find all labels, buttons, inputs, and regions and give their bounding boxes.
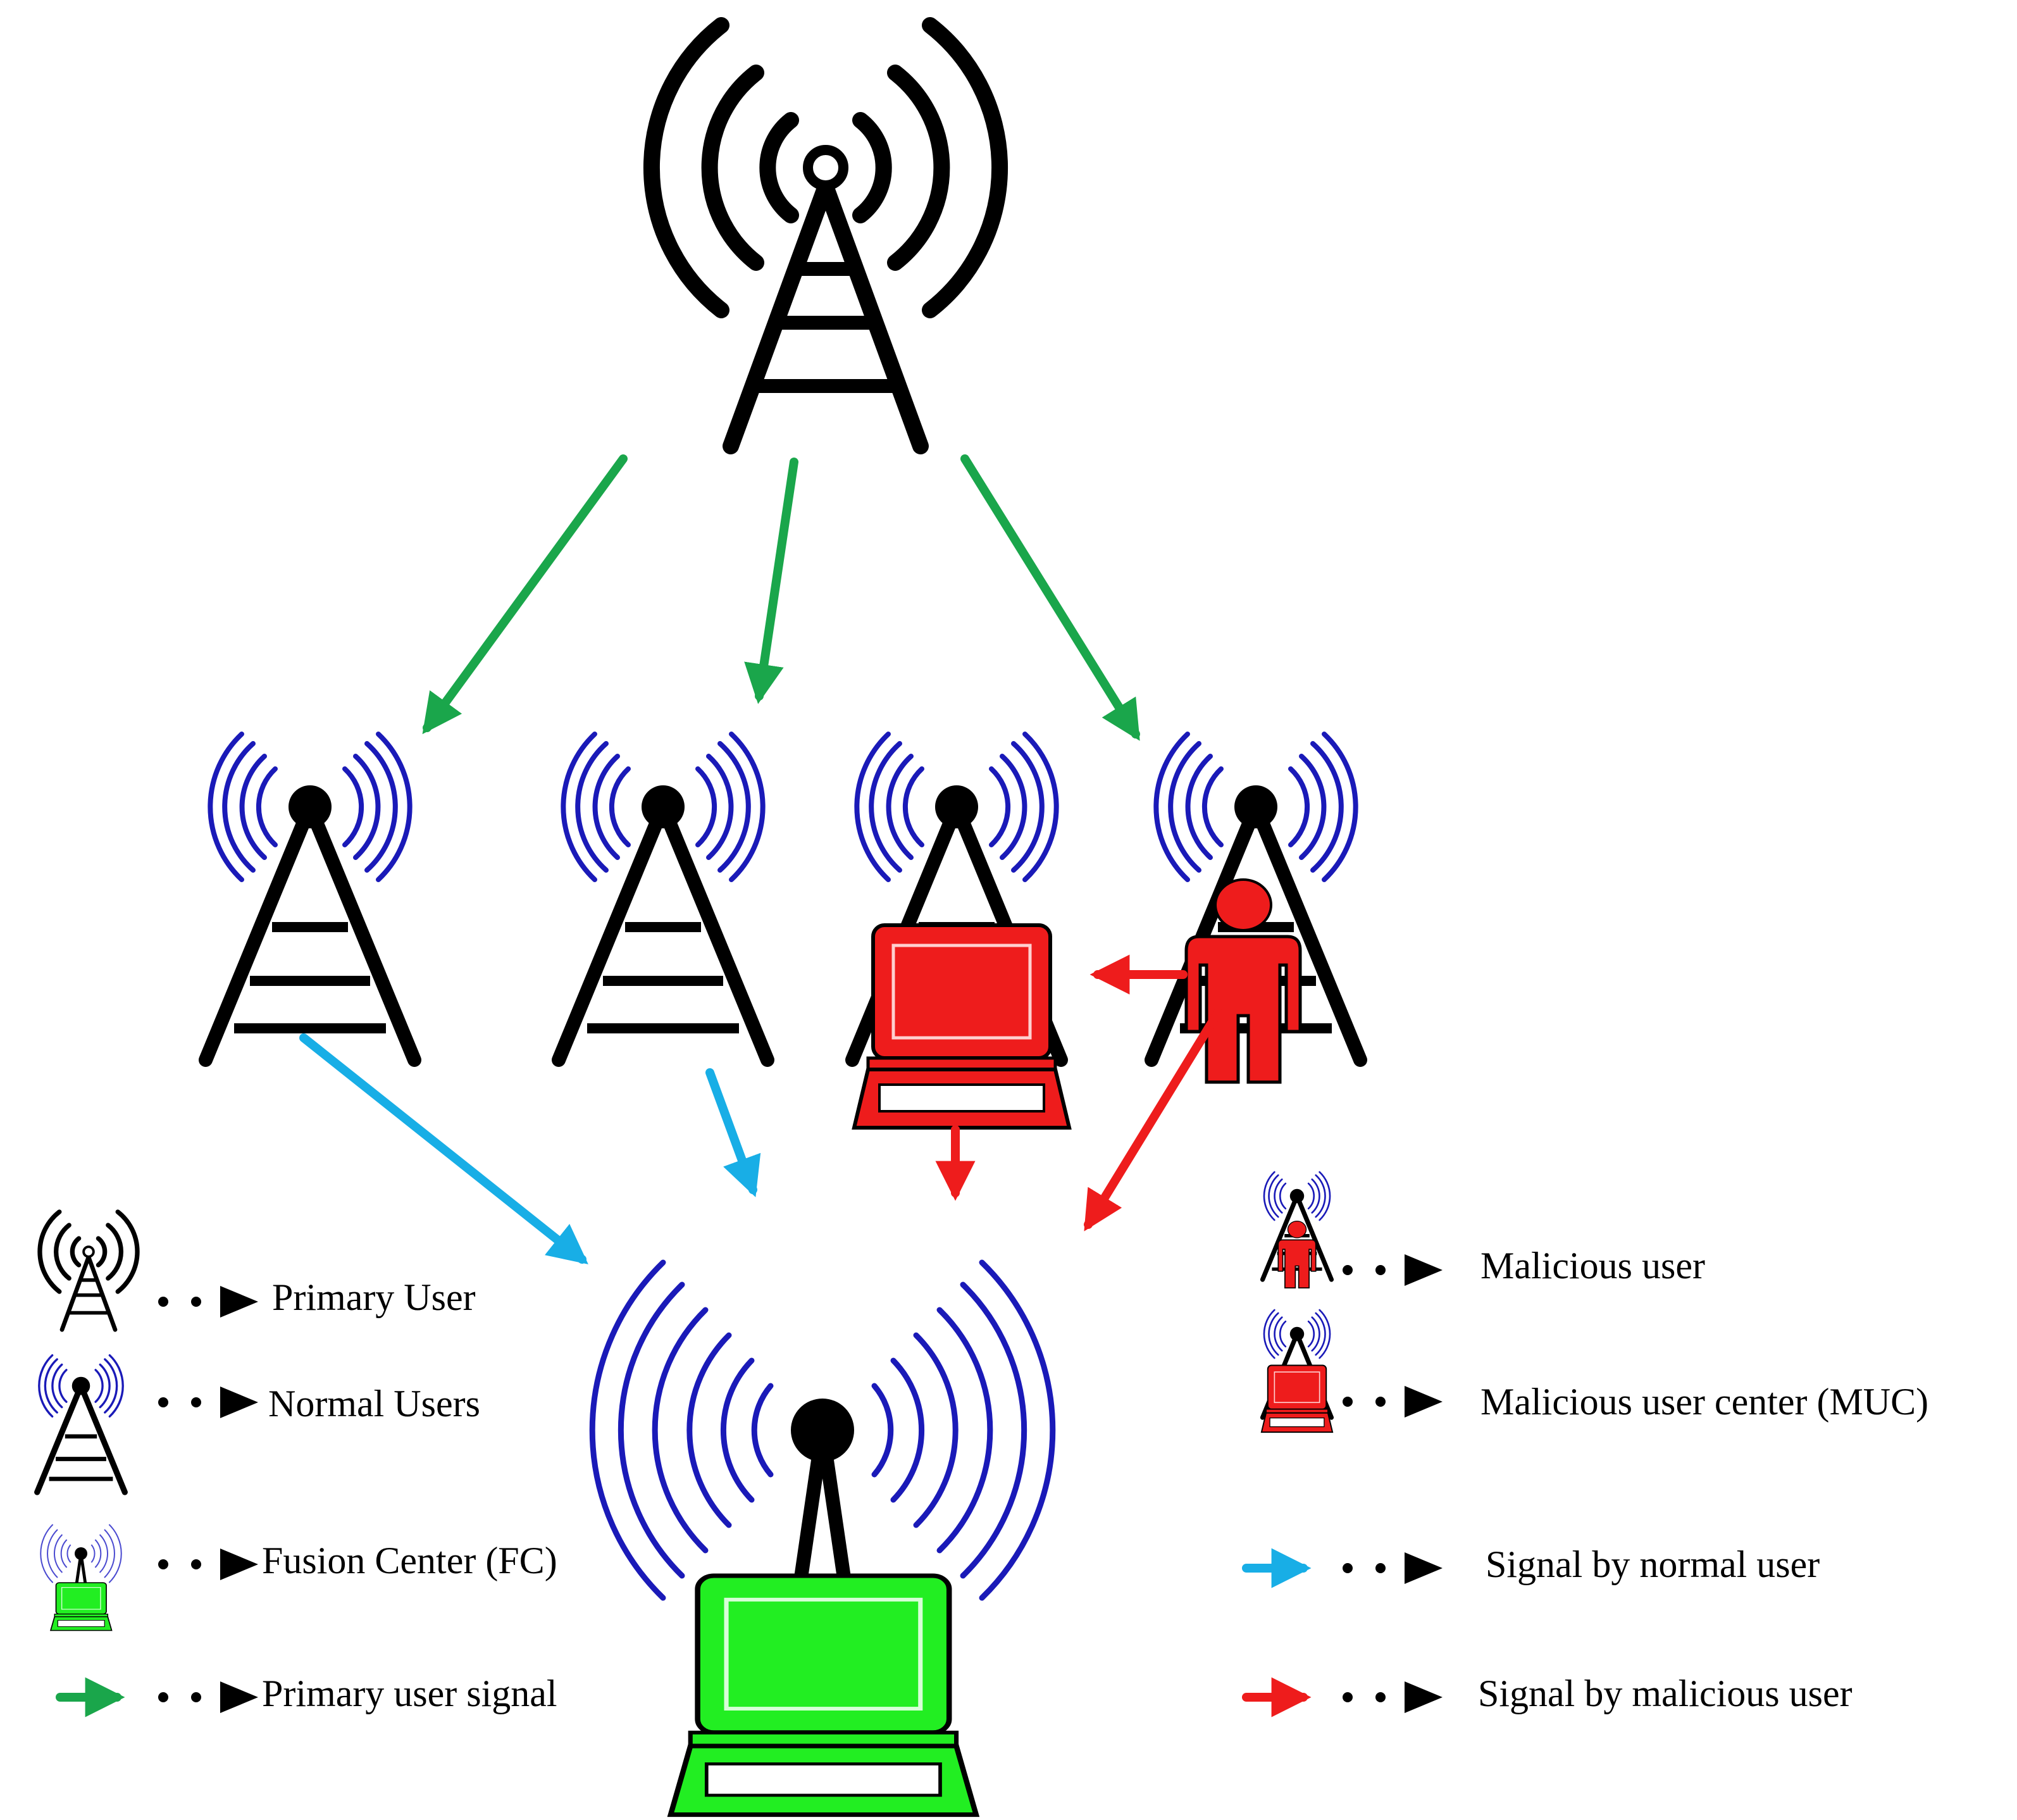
legend-muc-icon — [1260, 1310, 1334, 1433]
normal-user-tower-1 — [206, 734, 414, 1060]
legend-right-connectors — [1343, 1254, 1443, 1713]
normal-signal-arrow-2 — [705, 1068, 761, 1197]
normal-user-tower-2 — [559, 734, 767, 1060]
legend-left-connectors — [158, 1286, 258, 1713]
malicious-signal-arrow-to-fc — [1084, 1008, 1222, 1231]
legend-normal-user-icon — [37, 1356, 125, 1492]
primary-signal-arrow-1 — [422, 454, 628, 735]
malicious-user-center-laptop-icon — [854, 925, 1069, 1128]
legend-signal-malicious-user-label: Signal by malicious user — [1478, 1673, 1853, 1714]
primary-user-signal-arrows — [422, 454, 1140, 741]
legend-muc-label: Malicious user center (MUC) — [1480, 1381, 1928, 1423]
primary-signal-arrow-2 — [744, 458, 798, 704]
legend-fusion-center-icon — [40, 1524, 122, 1631]
fusion-center-laptop-icon — [589, 1259, 1056, 1815]
primary-user-tower-icon — [652, 25, 1000, 454]
legend-primary-user-label: Primary User — [272, 1276, 476, 1318]
legend-signal-normal-user-label: Signal by normal user — [1486, 1543, 1820, 1585]
primary-signal-arrow-3 — [960, 454, 1140, 741]
legend-normal-users-label: Normal Users — [268, 1383, 480, 1424]
legend-fusion-center-label: Fusion Center (FC) — [262, 1540, 557, 1581]
legend-malicious-user-label: Malicious user — [1480, 1245, 1705, 1287]
normal-user-signal-arrows — [299, 1033, 761, 1264]
malicious-signal-arrows — [935, 954, 1222, 1231]
legend-primary-user-signal-label: Primary user signal — [262, 1673, 557, 1714]
normal-signal-arrow-1 — [299, 1033, 588, 1264]
legend-malicious-user-icon — [1263, 1172, 1332, 1289]
legend-primary-user-icon — [40, 1212, 137, 1332]
